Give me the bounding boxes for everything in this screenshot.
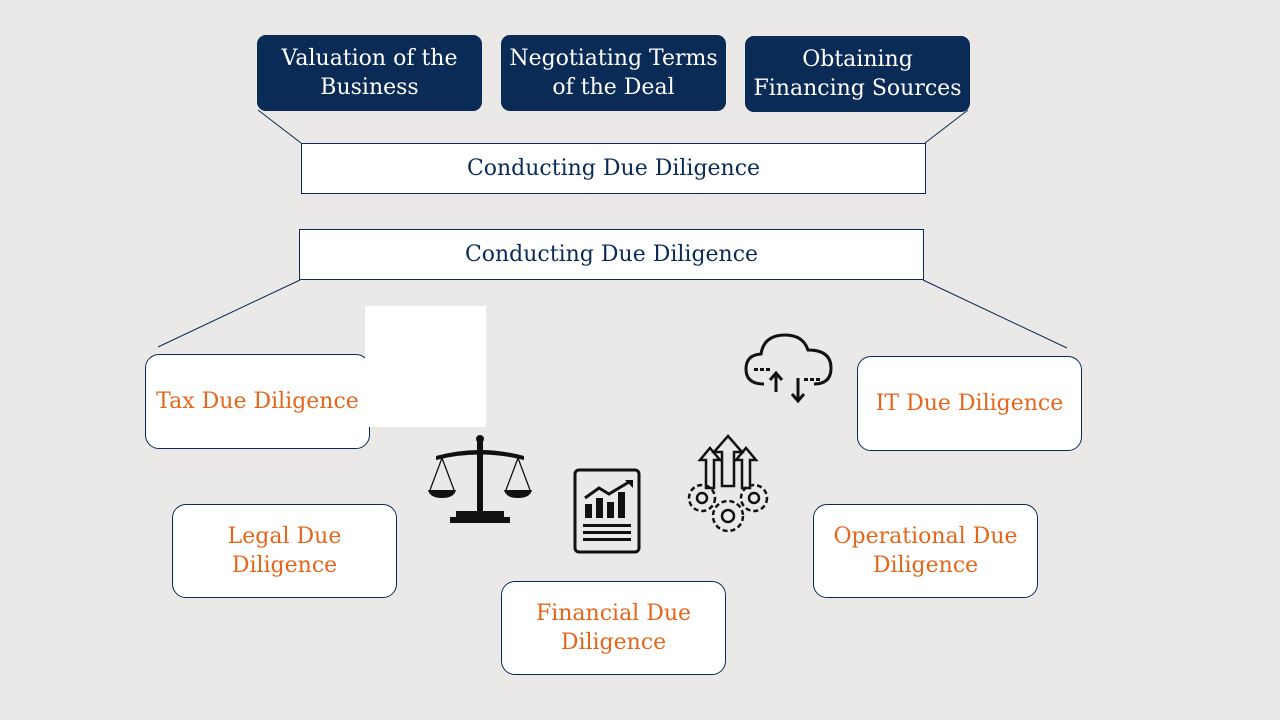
gears-arrows-icon	[687, 434, 769, 533]
valuation-box: Valuation of the Business	[257, 35, 482, 111]
it-due-diligence-box: IT Due Diligence	[857, 356, 1082, 451]
blank-white-panel	[365, 306, 486, 427]
obtaining-financing-box: Obtaining Financing Sources	[745, 36, 970, 112]
financial-report-icon	[573, 468, 641, 554]
due-diligence-bar-upper: Conducting Due Diligence	[301, 143, 926, 194]
connector-bottom-right	[922, 279, 1068, 349]
due-diligence-bar-lower: Conducting Due Diligence	[299, 229, 924, 280]
connector-top-right	[924, 109, 969, 144]
legal-due-diligence-box: Legal Due Diligence	[172, 504, 397, 598]
tax-due-diligence-box: Tax Due Diligence	[145, 354, 370, 449]
scales-icon	[428, 435, 532, 523]
cloud-sync-icon	[744, 333, 833, 404]
financial-due-diligence-box: Financial Due Diligence	[501, 581, 726, 675]
connector-bottom-left	[157, 279, 301, 348]
negotiating-terms-box: Negotiating Terms of the Deal	[501, 35, 726, 111]
operational-due-diligence-box: Operational Due Diligence	[813, 504, 1038, 598]
connector-top-left	[257, 109, 302, 144]
